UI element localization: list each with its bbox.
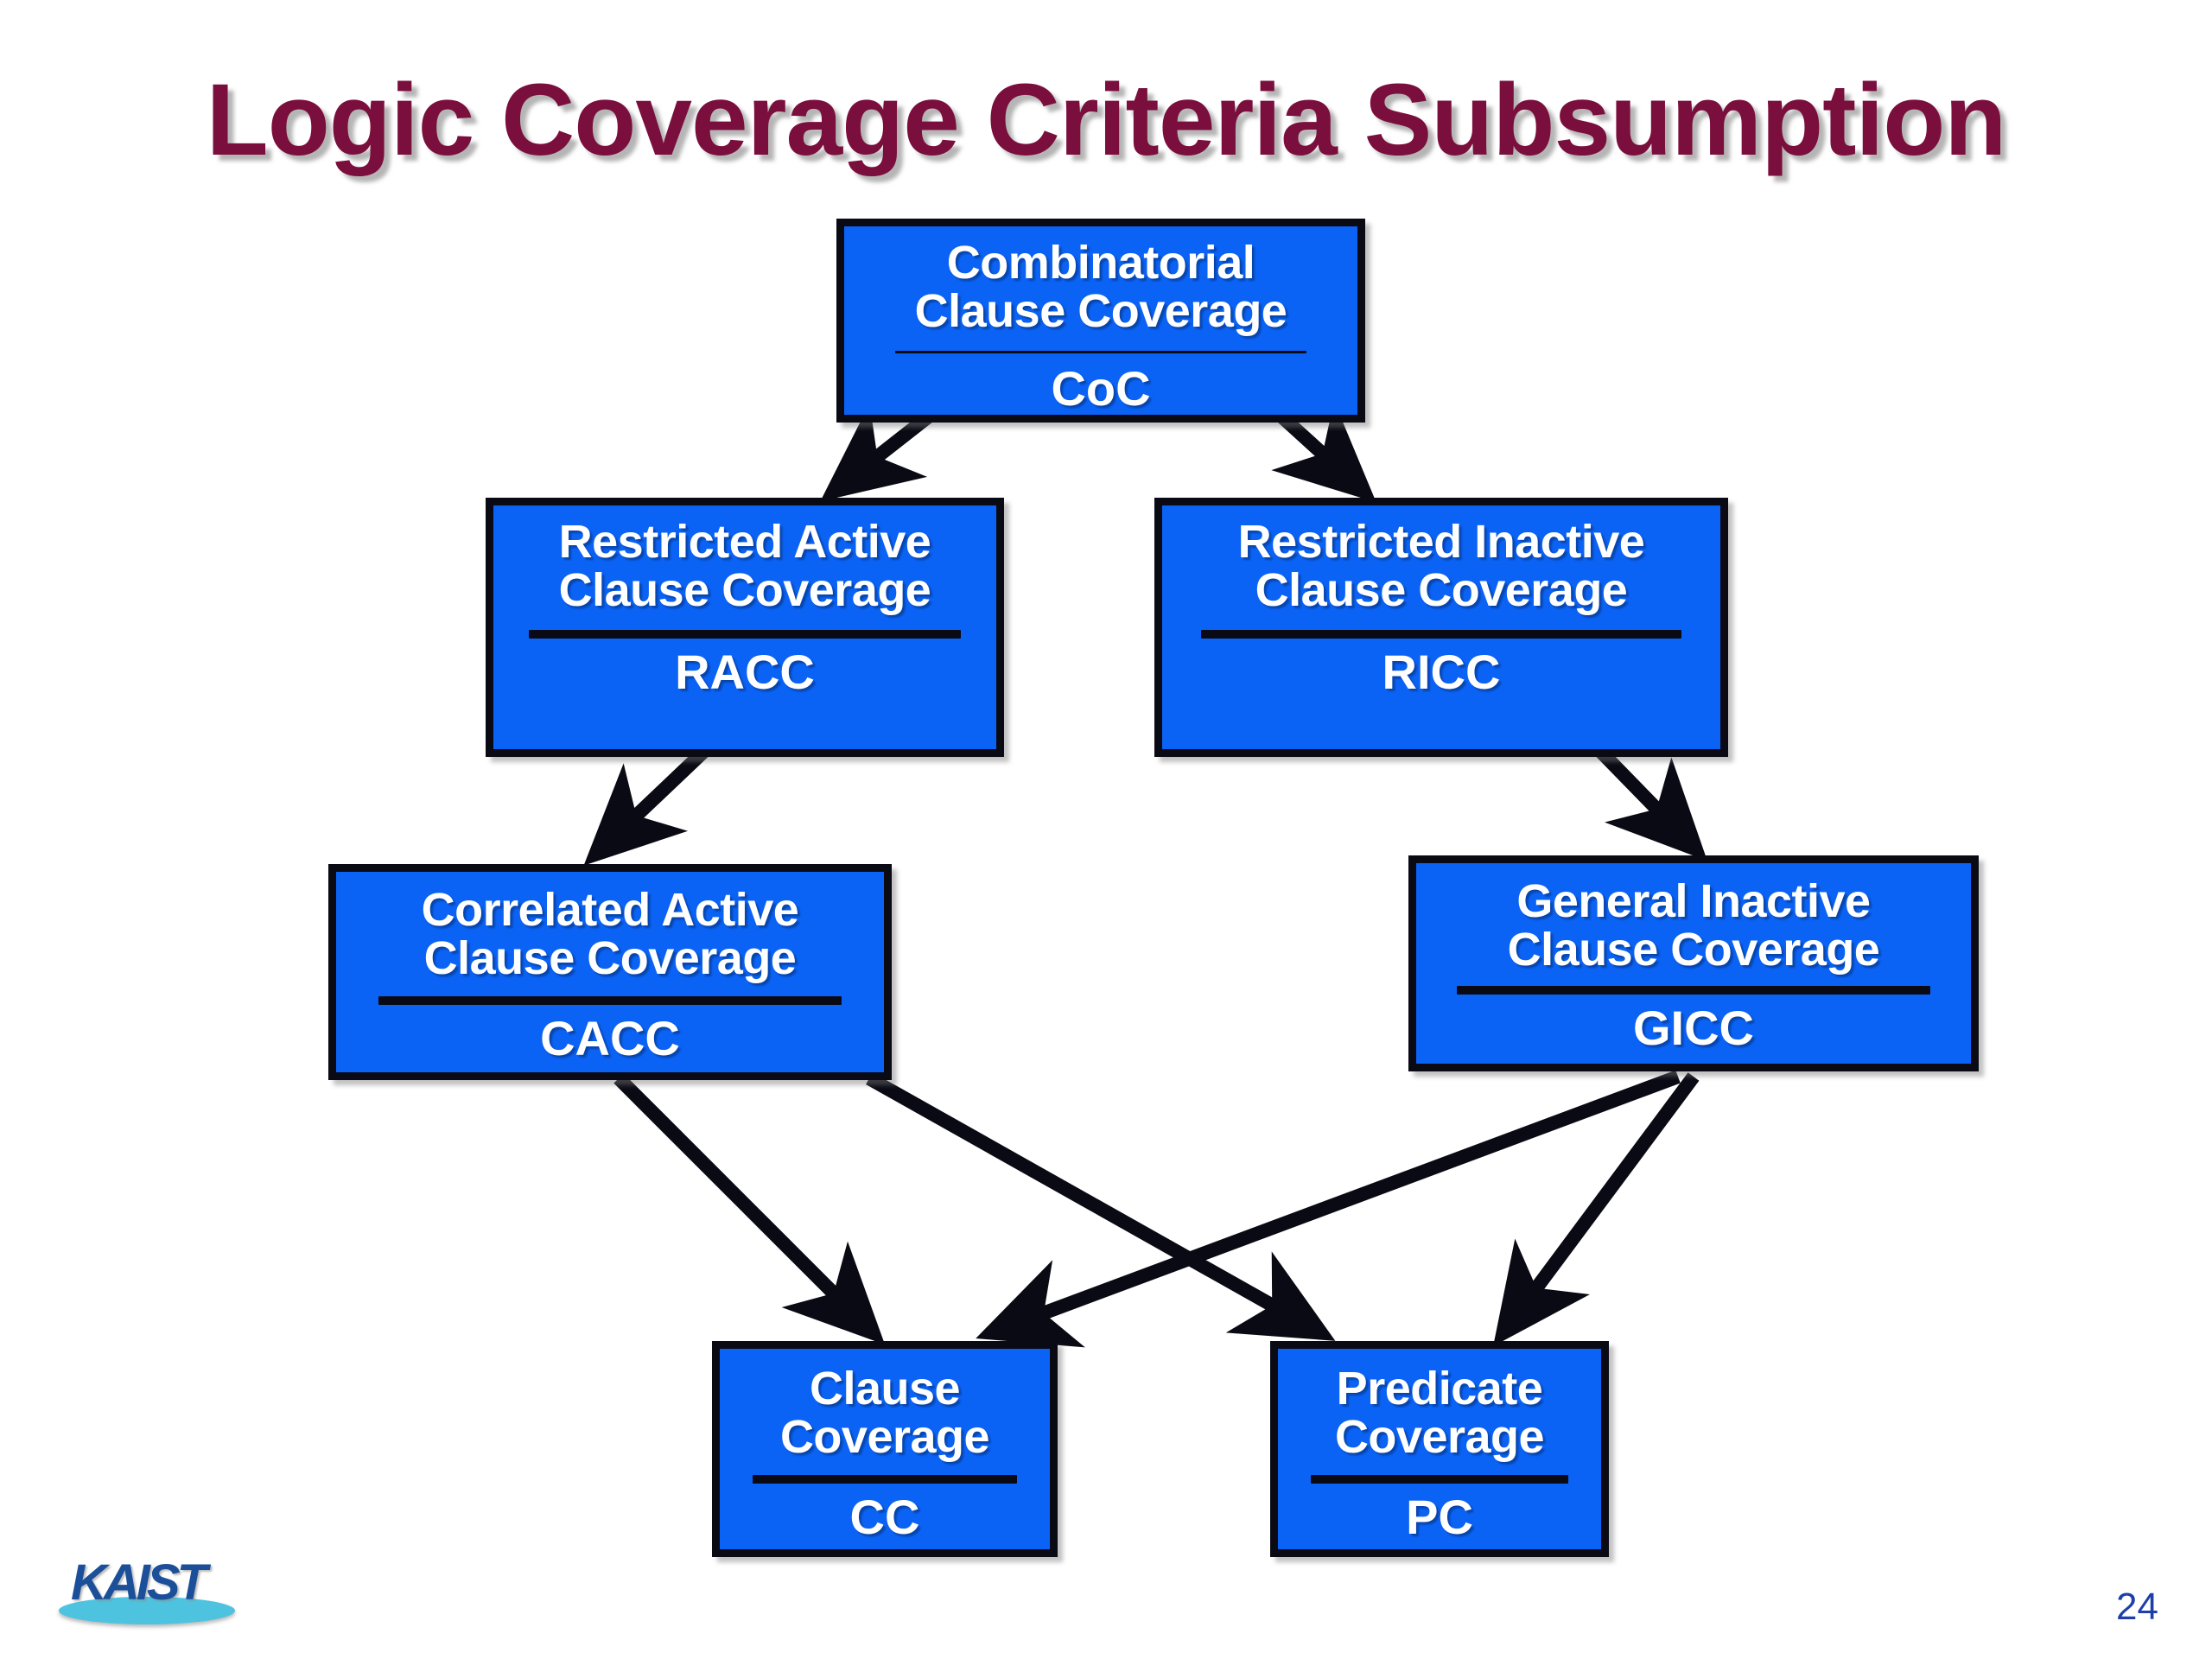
page-number: 24	[2116, 1586, 2158, 1628]
node-abbreviation: GICC	[1633, 1001, 1754, 1056]
node-title: Predicate Coverage	[1334, 1363, 1545, 1464]
node-combinatorial-clause-coverage[interactable]: Combinatorial Clause Coverage CoC	[836, 219, 1365, 423]
edge-gicc-to-pc	[1493, 1072, 1700, 1347]
node-title: Correlated Active Clause Coverage	[421, 884, 799, 985]
node-divider	[753, 1475, 1017, 1484]
node-title: Restricted Inactive Clause Coverage	[1237, 516, 1645, 617]
kaist-logo: KAIST	[52, 1548, 242, 1635]
logo-wordmark: KAIST	[71, 1554, 207, 1611]
logo-ellipse	[59, 1597, 235, 1624]
node-abbreviation: RICC	[1382, 645, 1501, 700]
node-clause-coverage[interactable]: Clause Coverage CC	[712, 1341, 1058, 1557]
node-abbreviation: CACC	[540, 1011, 680, 1066]
node-abbreviation: PC	[1406, 1490, 1473, 1545]
node-divider	[1201, 630, 1681, 639]
node-divider	[1457, 986, 1930, 995]
node-divider	[529, 630, 961, 639]
node-title: Clause Coverage	[779, 1363, 990, 1464]
node-correlated-active-clause-coverage[interactable]: Correlated Active Clause Coverage CACC	[328, 864, 892, 1080]
node-general-inactive-clause-coverage[interactable]: General Inactive Clause Coverage GICC	[1408, 855, 1979, 1071]
edge-cacc-to-cc	[613, 1073, 886, 1345]
node-abbreviation: RACC	[675, 645, 815, 700]
node-title: Combinatorial Clause Coverage	[914, 237, 1287, 338]
edge-cacc-to-pc	[866, 1072, 1336, 1341]
edge-gicc-to-cc	[976, 1070, 1681, 1348]
node-divider	[895, 351, 1306, 354]
node-title: Restricted Active Clause Coverage	[558, 516, 931, 617]
node-restricted-active-clause-coverage[interactable]: Restricted Active Clause Coverage RACC	[486, 498, 1004, 757]
node-restricted-inactive-clause-coverage[interactable]: Restricted Inactive Clause Coverage RICC	[1154, 498, 1728, 757]
node-divider	[1311, 1475, 1568, 1484]
node-divider	[378, 996, 842, 1006]
node-abbreviation: CoC	[1051, 361, 1151, 416]
node-abbreviation: CC	[849, 1490, 920, 1545]
node-title: General Inactive Clause Coverage	[1507, 875, 1880, 976]
edge-ricc-to-gicc	[1589, 740, 1707, 861]
node-predicate-coverage[interactable]: Predicate Coverage PC	[1270, 1341, 1609, 1557]
page-title: Logic Coverage Criteria Subsumption	[206, 63, 2007, 177]
